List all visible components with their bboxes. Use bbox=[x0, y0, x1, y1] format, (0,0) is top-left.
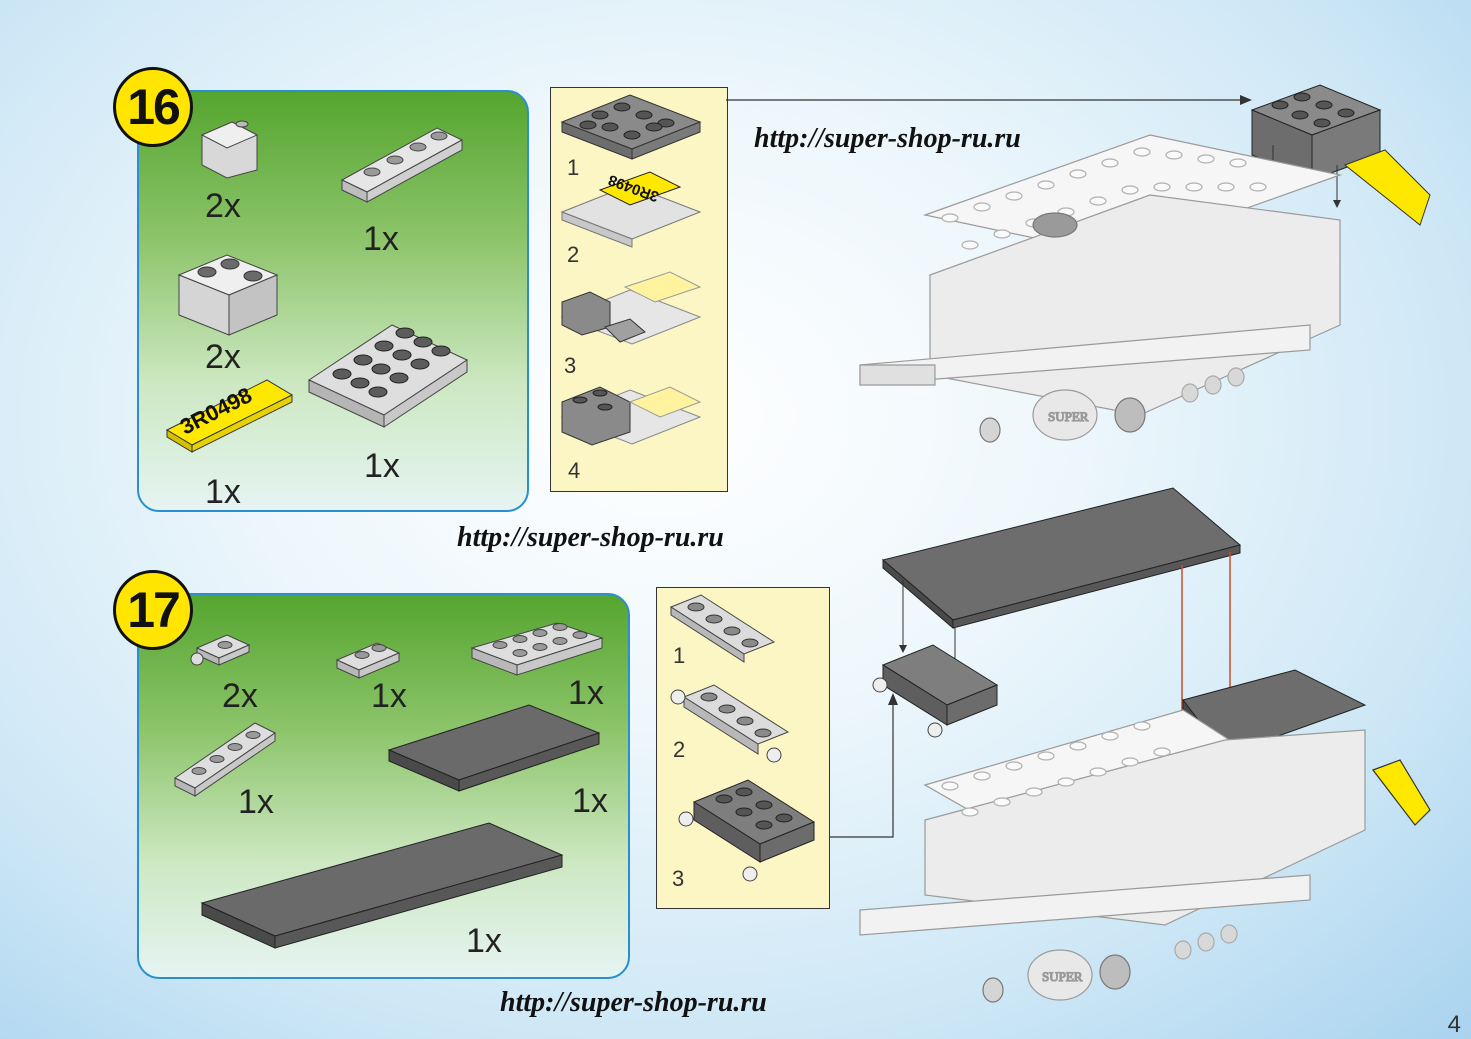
qty-plate-1x4: 1x bbox=[238, 783, 274, 821]
step-16-model-illustration: SUPER bbox=[726, 84, 1431, 443]
qty-plate-4x4: 1x bbox=[364, 447, 400, 485]
substep-16-3-plate-icon bbox=[560, 271, 702, 345]
qty-plate-2x4-light: 1x bbox=[568, 674, 604, 712]
chassis-body-icon: SUPER bbox=[859, 134, 1343, 443]
qty-plate-1x2: 1x bbox=[371, 677, 407, 715]
plate-2x4-light-icon bbox=[470, 622, 604, 676]
svg-text:SUPER: SUPER bbox=[1048, 409, 1089, 424]
qty-corner-brick: 2x bbox=[205, 338, 241, 376]
qty-tile-with-print: 1x bbox=[205, 473, 241, 511]
step-16-badge: 16 bbox=[113, 67, 193, 147]
clip-plate-subassembly-icon bbox=[872, 644, 999, 738]
step-17-badge: 17 bbox=[113, 570, 193, 650]
watermark-url-2[interactable]: http://super-shop-ru.ru bbox=[457, 522, 724, 553]
watermark-url-1[interactable]: http://super-shop-ru.ru bbox=[754, 123, 1021, 154]
qty-plate-with-clips: 1x bbox=[363, 220, 399, 258]
plate-with-clips-icon bbox=[340, 127, 464, 203]
step-17-subassembly-illustration bbox=[669, 594, 816, 882]
step-16-parts-illustration: 3R0498 bbox=[165, 120, 469, 453]
step-16-subassembly-illustration: 3R0498 bbox=[560, 94, 702, 446]
step-17-model-illustration: SUPER bbox=[830, 487, 1431, 1003]
qty-plate-4x6-dark: 1x bbox=[572, 782, 608, 820]
substep-16-3-number: 3 bbox=[564, 353, 577, 378]
plate-with-clip-small-icon bbox=[190, 634, 251, 666]
chassis-body-lower-icon: SUPER bbox=[859, 709, 1431, 1003]
substep-17-3-number: 3 bbox=[672, 866, 685, 891]
substep-17-2-number: 2 bbox=[673, 737, 686, 762]
step-17-parts-illustration bbox=[174, 622, 604, 949]
plate-1x4-icon bbox=[174, 722, 276, 797]
qty-slope-brick: 2x bbox=[205, 187, 241, 225]
corner-brick-icon bbox=[177, 254, 279, 336]
svg-text:SUPER: SUPER bbox=[1042, 969, 1083, 984]
tile-with-print-icon: 3R0498 bbox=[165, 379, 294, 453]
plate-4x10-dark-icon bbox=[200, 822, 564, 949]
substep-16-4-plate-icon bbox=[560, 386, 702, 446]
substep-17-1-icon bbox=[669, 594, 776, 663]
substep-16-1-number: 1 bbox=[567, 155, 580, 180]
substep-16-1-plate-icon bbox=[560, 94, 702, 160]
substep-17-1-number: 1 bbox=[673, 643, 686, 668]
attached-subassembly-icon bbox=[1250, 84, 1431, 226]
plate-4x4-icon bbox=[307, 324, 469, 428]
substep-17-2-icon bbox=[670, 684, 790, 763]
slope-brick-icon bbox=[200, 120, 259, 179]
substep-16-2-plate-icon: 3R0498 bbox=[560, 171, 702, 248]
page-number: 4 bbox=[1447, 1011, 1461, 1038]
substep-17-3-icon bbox=[678, 779, 816, 882]
qty-plate-4x10-dark: 1x bbox=[466, 922, 502, 960]
plate-4x6-dark-icon bbox=[387, 704, 601, 792]
qty-plate-with-clip-small: 2x bbox=[222, 677, 258, 715]
substep-16-2-number: 2 bbox=[567, 242, 580, 267]
watermark-url-3[interactable]: http://super-shop-ru.ru bbox=[500, 987, 767, 1018]
substep-16-4-number: 4 bbox=[568, 458, 581, 483]
dark-plate-4x10-icon bbox=[881, 487, 1242, 630]
plate-1x2-icon bbox=[335, 642, 401, 679]
